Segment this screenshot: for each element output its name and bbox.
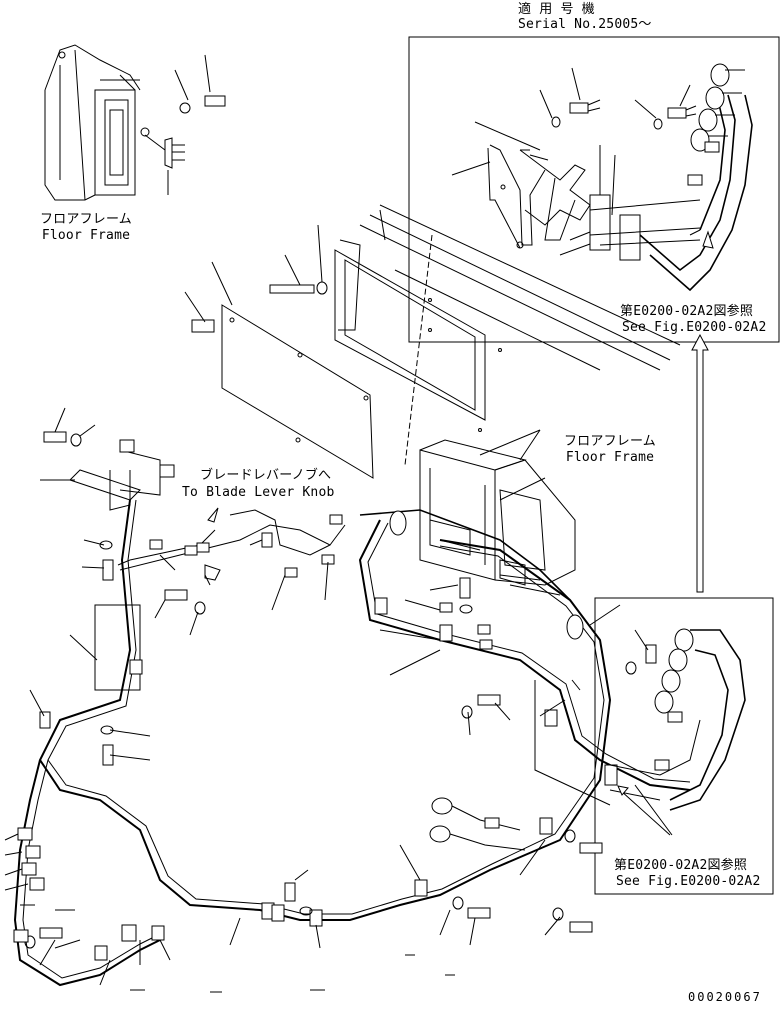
connectors-lower-right — [609, 628, 746, 811]
arrow-up — [691, 333, 709, 593]
ground-marks — [20, 904, 455, 993]
floor-frame-top-en: Floor Frame — [41, 228, 131, 243]
drawing-number: 00020067 — [688, 990, 762, 1004]
detail-top-bracket — [451, 63, 753, 292]
harness-connectors — [149, 514, 493, 650]
main-harness — [13, 499, 691, 987]
detail-box-top — [408, 36, 780, 343]
cab-floor-frame — [44, 44, 226, 201]
bolts-mid — [24, 540, 657, 949]
floor-panel — [184, 224, 374, 479]
ref-lower-en: See Fig.E0200-02A2 — [616, 874, 761, 889]
ref-upper-jp: 第E0200-02A2図参照 — [620, 304, 754, 319]
floor-frame-box — [419, 429, 576, 586]
serial-number: Serial No.25005～ — [518, 17, 652, 32]
connectors-lower-left — [4, 827, 45, 943]
floor-frame-mid-en: Floor Frame — [565, 450, 655, 465]
harness-clamps — [39, 597, 618, 961]
frame-plate — [334, 204, 681, 466]
detail-top-bolts — [551, 99, 697, 130]
serial-title-jp: 適 用 号 機 — [518, 2, 595, 17]
grommets — [389, 510, 584, 640]
blade-lever-en: To Blade Lever Knob — [182, 485, 335, 500]
detail-top-connectors — [687, 63, 745, 186]
blade-lever-jp: ブレードレバーノブへ — [200, 468, 332, 483]
floor-frame-top-jp: フロアフレーム — [39, 212, 132, 227]
leader-lines — [29, 209, 673, 986]
connectors-mid-bottom — [261, 797, 526, 922]
ref-upper-en: See Fig.E0200-02A2 — [622, 320, 767, 335]
ref-lower-jp: 第E0200-02A2図参照 — [614, 858, 748, 873]
floor-frame-mid-jp: フロアフレーム — [563, 434, 656, 449]
left-bracket — [40, 407, 175, 511]
